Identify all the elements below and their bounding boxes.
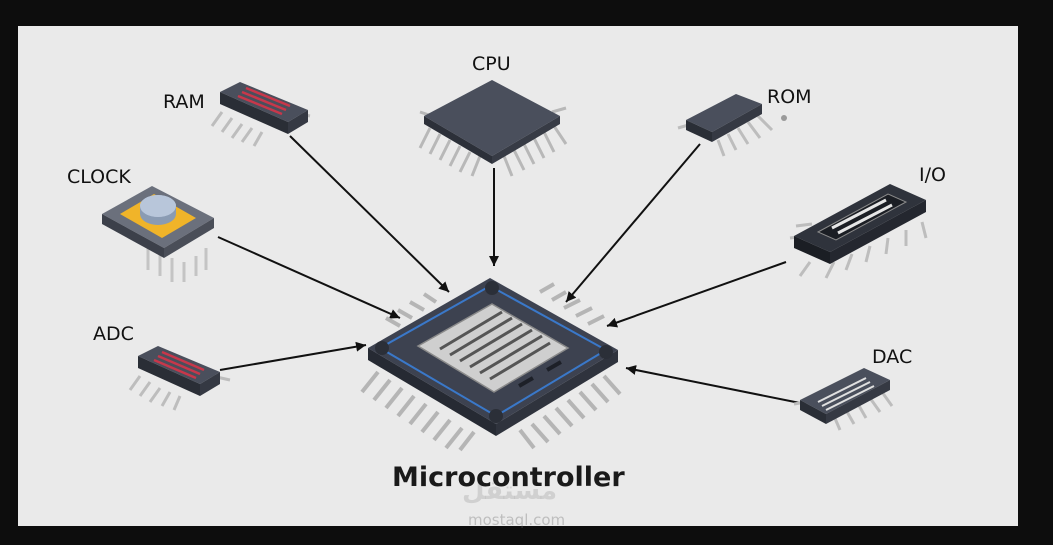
- label-rom: ROM: [767, 86, 812, 108]
- arrow-rom: [565, 143, 701, 303]
- watermark-text: mostaql.com: [468, 511, 566, 529]
- arrow-dac: [625, 365, 801, 404]
- watermark-logo-arabic: مستقل: [462, 476, 558, 506]
- connection-arrows: [217, 135, 801, 404]
- label-io: I/O: [919, 164, 946, 186]
- adc-chip: [128, 346, 231, 411]
- dac-chip: [793, 368, 894, 431]
- rom-chip: [677, 94, 787, 157]
- label-cpu: CPU: [472, 53, 511, 75]
- microcontroller-chip: [360, 278, 622, 452]
- ram-chip: [210, 82, 311, 147]
- arrow-ram: [289, 135, 450, 293]
- cpu-chip: [418, 80, 568, 177]
- io-chip: [789, 184, 928, 279]
- label-ram: RAM: [163, 91, 205, 113]
- arrow-clock: [217, 236, 401, 319]
- arrow-adc: [219, 341, 367, 371]
- clock-chip: [102, 186, 214, 282]
- label-adc: ADC: [93, 323, 134, 345]
- arrow-io: [606, 261, 787, 328]
- label-clock: CLOCK: [67, 166, 131, 188]
- diagram-title: Microcontroller: [392, 462, 625, 493]
- label-dac: DAC: [872, 346, 913, 368]
